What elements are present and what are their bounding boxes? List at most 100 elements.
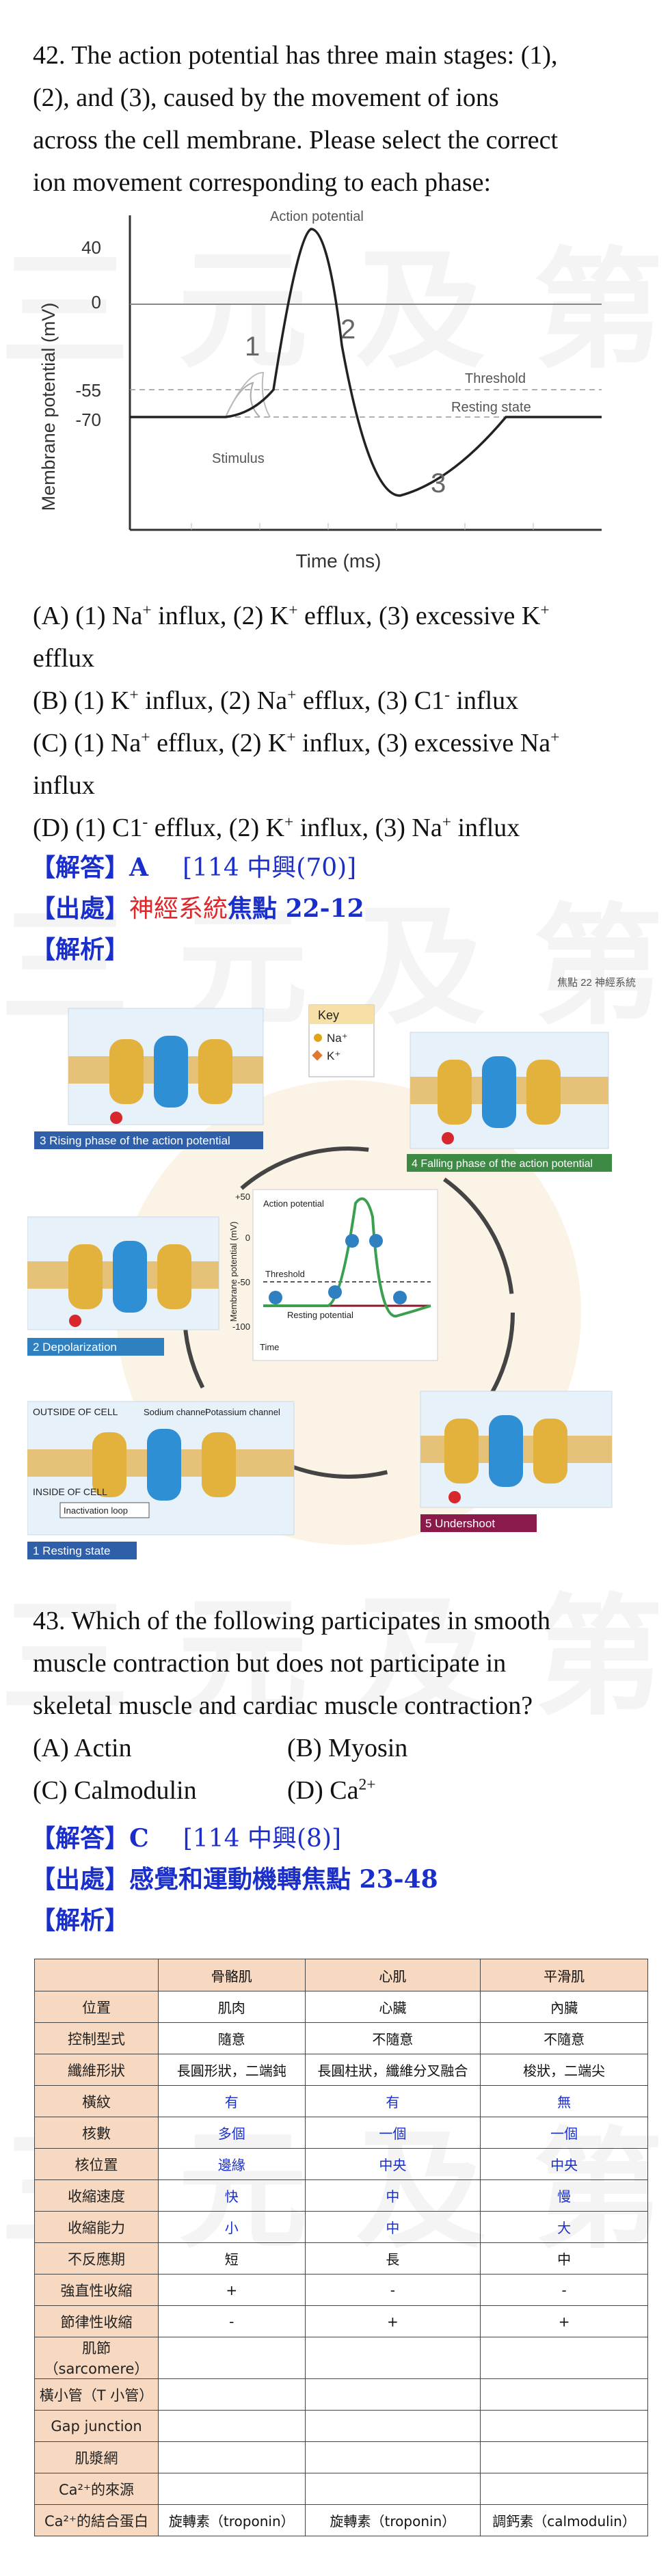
legend-key: Key Na⁺ K⁺ (308, 1004, 375, 1077)
question-line: across the cell membrane. Please select … (33, 126, 559, 155)
table-cell (158, 2441, 306, 2473)
inner-tick: -50 (237, 1277, 250, 1287)
key-na: Na⁺ (327, 1032, 348, 1045)
question-line: 43. Which of the following participates … (33, 1607, 551, 1635)
table-header-cell (34, 1959, 159, 1991)
table-cell (480, 2410, 648, 2442)
explain-line-42: 【解析】 (31, 935, 130, 964)
table-row: 控制型式隨意不隨意不隨意 (34, 2022, 648, 2054)
table-cell: 邊緣 (158, 2148, 306, 2180)
action-potential-figure: 焦點 22 神經系統 Key Na⁺ K⁺ 3 Rising phase of … (27, 977, 636, 1559)
panel-falling-phase: 4 Falling phase of the action potential (407, 1032, 612, 1172)
option-b: (B) Myosin (287, 1734, 408, 1762)
table-cell: 內臟 (480, 1991, 648, 2023)
y-tick-0: 0 (92, 292, 101, 312)
panel-depolarization: 2 Depolarization (27, 1216, 219, 1356)
option-d: (D) Ca2+ (287, 1775, 376, 1805)
panel-4-label: 4 Falling phase of the action potential (412, 1158, 593, 1170)
panel-resting-state: OUTSIDE OF CELL Sodium channel Potassium… (27, 1401, 295, 1559)
row-header: Ca²⁺的結合蛋白 (34, 2504, 159, 2536)
inner-threshold: Threshold (265, 1269, 305, 1279)
table-cell (158, 2378, 306, 2411)
option-a: (A) (1) Na+ influx, (2) K+ efflux, (3) e… (33, 601, 550, 630)
y-tick-minus55: -55 (75, 380, 101, 401)
table-cell: - (480, 2274, 648, 2306)
option-c: (C) Calmodulin (33, 1776, 197, 1805)
row-header: Gap junction (34, 2410, 159, 2442)
option-row: (C) Calmodulin (D) Ca2+ (33, 1769, 634, 1812)
row-header: 纖維形狀 (34, 2054, 159, 2086)
graph-xlabel: Time (ms) (296, 550, 381, 572)
question-43-text: 43. Which of the following participates … (33, 1600, 634, 1727)
table-cell: 有 (304, 2085, 481, 2117)
question-42-options: (A) (1) Na+ influx, (2) K+ efflux, (3) e… (33, 595, 634, 849)
table-row: 肌漿網 (34, 2441, 648, 2473)
table-cell: 肌肉 (158, 1991, 306, 2023)
table-cell (158, 2410, 306, 2442)
table-row: Gap junction (34, 2410, 648, 2442)
table-row: 收縮速度快中慢 (34, 2179, 648, 2212)
table-header-cell: 平滑肌 (480, 1959, 648, 1991)
table-cell: 一個 (304, 2117, 481, 2149)
table-header-row: 骨骼肌 心肌 平滑肌 (34, 1959, 648, 1991)
option-c: (C) (1) Na+ efflux, (2) K+ influx, (3) e… (33, 728, 560, 757)
question-line: ion movement corresponding to each phase… (33, 168, 492, 197)
table-cell (480, 2473, 648, 2505)
table-cell: 有 (158, 2085, 306, 2117)
figure-header: 焦點 22 神經系統 (557, 977, 636, 989)
table-cell: 旋轉素（troponin） (158, 2504, 306, 2536)
resting-label: Resting state (451, 400, 531, 415)
row-header: 位置 (34, 1991, 159, 2023)
question-line: skeletal muscle and cardiac muscle contr… (33, 1691, 533, 1720)
table-cell: 長圓形狀，二端鈍 (158, 2054, 306, 2086)
row-header: 節律性收縮 (34, 2305, 159, 2337)
table-cell: + (304, 2305, 481, 2337)
center-graph: Membrane potential (mV) +50 0 -50 -100 A… (228, 1189, 438, 1361)
question-line: (2), and (3), caused by the movement of … (33, 83, 499, 112)
inner-tick: +50 (235, 1192, 250, 1202)
table-cell: 不隨意 (480, 2022, 648, 2054)
panel-undershoot: 5 Undershoot (420, 1391, 613, 1532)
table-cell: 慢 (480, 2179, 648, 2212)
option-a-cont: efflux (33, 644, 95, 673)
table-row: 核位置邊緣中央中央 (34, 2148, 648, 2180)
table-cell: 旋轉素（troponin） (304, 2504, 481, 2536)
table-cell: + (480, 2305, 648, 2337)
panel-5-label: 5 Undershoot (425, 1517, 495, 1530)
potassium-label: Potassium channel (205, 1407, 280, 1417)
table-row: 強直性收縮+-- (34, 2274, 648, 2306)
inner-ylabel: Membrane potential (mV) (228, 1222, 239, 1322)
table-cell (304, 2441, 481, 2473)
table-row: 核數多個一個一個 (34, 2117, 648, 2149)
table-row: 肌節（sarcomere） (34, 2337, 648, 2379)
table-cell (304, 2473, 481, 2505)
option-b: (B) (1) K+ influx, (2) Na+ efflux, (3) C… (33, 686, 519, 715)
row-header: 核數 (34, 2117, 159, 2149)
table-row: 橫小管（T 小管） (34, 2378, 648, 2411)
table-cell: 快 (158, 2179, 306, 2212)
table-cell (304, 2378, 481, 2411)
panel-rising-phase: 3 Rising phase of the action potential (34, 1008, 264, 1149)
table-header-cell: 骨骼肌 (158, 1959, 306, 1991)
row-header: 收縮能力 (34, 2211, 159, 2243)
row-header: 收縮速度 (34, 2179, 159, 2212)
stage-2-label: 2 (340, 314, 356, 345)
table-cell (480, 2378, 648, 2411)
table-cell: 中 (304, 2211, 481, 2243)
table-cell: 小 (158, 2211, 306, 2243)
table-cell (480, 2337, 648, 2379)
table-row: Ca²⁺的結合蛋白旋轉素（troponin）旋轉素（troponin）調鈣素（c… (34, 2504, 648, 2536)
row-header: 控制型式 (34, 2022, 159, 2054)
row-header: 橫小管（T 小管） (34, 2378, 159, 2411)
table-cell: 一個 (480, 2117, 648, 2149)
table-cell: 中央 (480, 2148, 648, 2180)
table-cell (304, 2337, 481, 2379)
y-tick-minus70: -70 (75, 410, 101, 430)
action-potential-graph: Membrane potential (mV) 40 0 -55 -70 Act… (38, 209, 602, 572)
table-cell: 心臟 (304, 1991, 481, 2023)
inner-time: Time (260, 1342, 279, 1352)
table-cell: 長 (304, 2242, 481, 2275)
table-cell: 調鈣素（calmodulin） (480, 2504, 648, 2536)
graph-ylabel: Membrane potential (mV) (38, 303, 59, 511)
inner-tick: 0 (245, 1233, 250, 1243)
